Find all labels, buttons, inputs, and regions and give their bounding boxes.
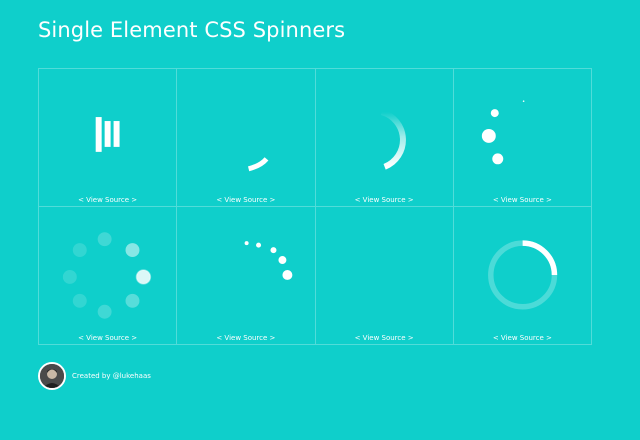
view-source-link[interactable]: < View Source > [354,196,414,204]
spinner-cell-ring: < View Source > [453,207,592,345]
fading-arc-spinner-icon [380,109,406,170]
trailing-dots-spinner-icon [244,241,293,280]
view-source-link[interactable]: < View Source > [216,334,276,342]
view-source-link[interactable]: < View Source > [216,196,276,204]
page-title: Single Element CSS Spinners [38,18,346,42]
spinner-cell-circle-of-dots: < View Source > [39,207,178,345]
avatar[interactable] [38,362,66,390]
bars-spinner-icon [95,117,120,152]
view-source-link[interactable]: < View Source > [492,196,552,204]
arc-spinner-icon [248,157,269,172]
circle-dots-spinner-icon [62,232,152,319]
view-source-link[interactable]: < View Source > [78,196,138,204]
view-source-link[interactable]: < View Source > [354,334,414,342]
spinner-cell-arc-tail: < View Source > [177,69,316,207]
spinner-cell-bouncing-dots: < View Source > [453,69,592,207]
spinner-cell-empty: < View Source > [315,207,454,345]
spinner-cell-bars: < View Source > [39,69,178,207]
ring-spinner-icon [487,240,557,310]
spinner-cell-fading-arc: < View Source > [315,69,454,207]
spinner-cell-trailing-dots: < View Source > [177,207,316,345]
person-avatar-icon [40,364,64,388]
credit-text: Created by @lukehaas [72,372,151,380]
dots-spinner-icon [481,100,525,165]
spinner-grid: < View Source > < View Source > < View S… [38,68,592,345]
view-source-link[interactable]: < View Source > [492,334,552,342]
footer: Created by @lukehaas [38,362,151,390]
view-source-link[interactable]: < View Source > [78,334,138,342]
